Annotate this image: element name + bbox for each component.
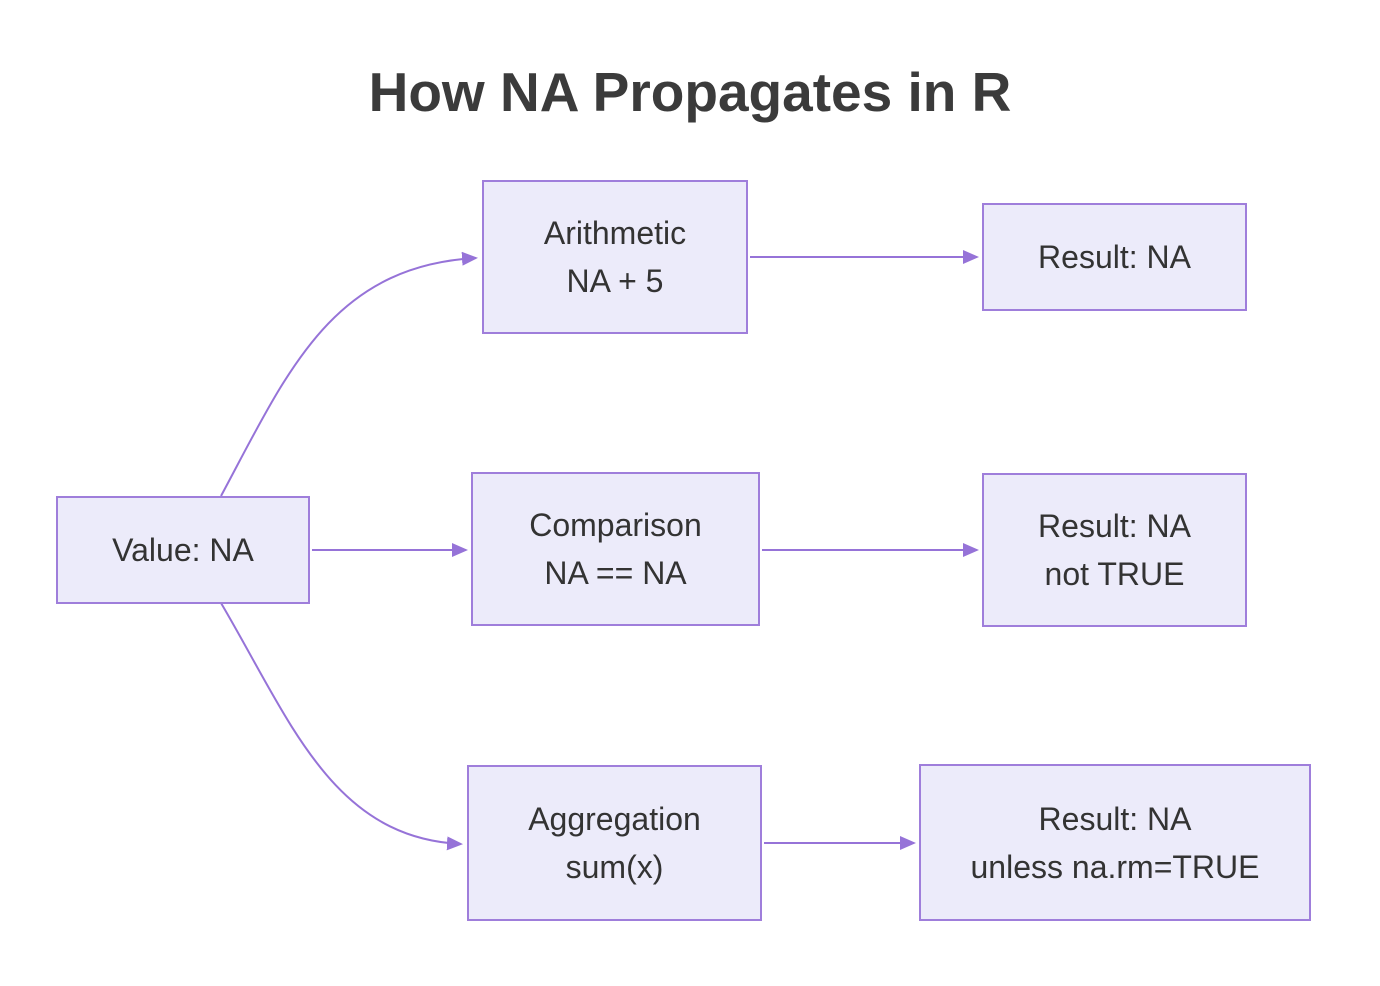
node-value: Value: NA [56,496,310,604]
diagram-title: How NA Propagates in R [368,61,1012,123]
edge-value-arithmetic [220,251,478,497]
node-result-arithmetic: Result: NA [982,203,1247,311]
node-value-label: Value: NA [112,532,254,568]
node-result-comparison: Result: NA not TRUE [982,473,1247,627]
node-comparison-expression: NA == NA [544,555,687,591]
node-arithmetic-title: Arithmetic [543,215,687,251]
node-result-comparison-label: Result: NA [1038,508,1191,544]
node-arithmetic: Arithmetic NA + 5 [482,180,748,334]
node-result-aggregation-note: unless na.rm=TRUE [970,848,1260,885]
edge-value-aggregation [220,602,463,851]
node-aggregation-title: Aggregation [528,801,701,837]
node-aggregation: Aggregation sum(x) [467,765,762,921]
node-comparison-title: Comparison [529,507,702,543]
node-comparison: Comparison NA == NA [471,472,760,626]
node-result-comparison-note: not TRUE [1044,556,1185,592]
node-arithmetic-expression: NA + 5 [566,263,664,299]
node-result-aggregation: Result: NA unless na.rm=TRUE [919,764,1311,921]
node-aggregation-expression: sum(x) [565,849,664,885]
node-result-aggregation-label: Result: NA [1038,800,1192,837]
node-result-arithmetic-label: Result: NA [1038,239,1191,275]
